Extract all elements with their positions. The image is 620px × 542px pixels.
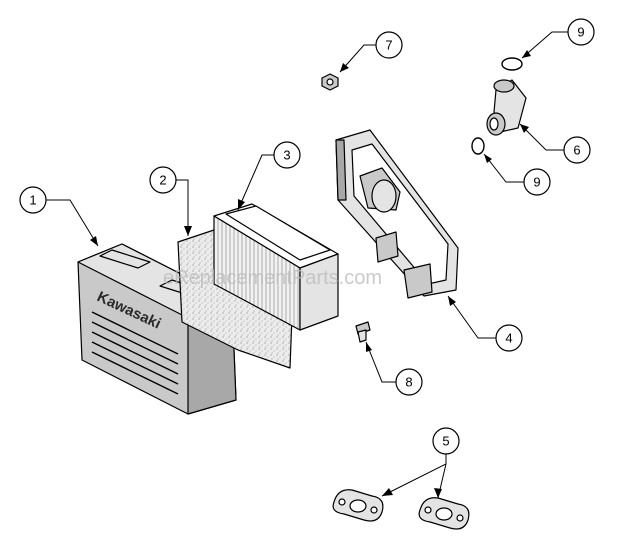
watermark-text: eReplacementParts.com (163, 267, 382, 289)
bolt (355, 321, 371, 343)
nut (321, 73, 339, 91)
paper-air-filter-element (213, 203, 339, 331)
leader-lines (46, 31, 568, 499)
callout-1-label: 1 (29, 193, 36, 208)
callout-3-label: 3 (283, 148, 290, 163)
callout-9-upper: 9 (567, 18, 595, 46)
callout-9-lower-label: 9 (533, 175, 540, 190)
callout-1: 1 (19, 186, 47, 214)
callout-4: 4 (495, 324, 523, 352)
gasket-left (332, 489, 384, 522)
air-cleaner-base (335, 129, 459, 299)
callout-4-label: 4 (505, 331, 512, 346)
callout-5: 5 (432, 427, 460, 455)
callout-3: 3 (273, 141, 301, 169)
o-ring-lower (471, 137, 485, 155)
callout-8: 8 (395, 368, 423, 396)
gasket-right (418, 497, 470, 530)
callout-5-label: 5 (442, 434, 449, 449)
callout-7-label: 7 (385, 38, 392, 53)
callout-9-lower: 9 (523, 168, 551, 196)
callout-7: 7 (375, 31, 403, 59)
callout-9-upper-label: 9 (577, 25, 584, 40)
callout-2: 2 (149, 166, 177, 194)
callout-6: 6 (563, 136, 591, 164)
callout-6-label: 6 (573, 143, 580, 158)
callout-2-label: 2 (159, 173, 166, 188)
breather-elbow (486, 79, 527, 136)
callout-8-label: 8 (405, 375, 412, 390)
o-ring-upper (501, 57, 523, 71)
